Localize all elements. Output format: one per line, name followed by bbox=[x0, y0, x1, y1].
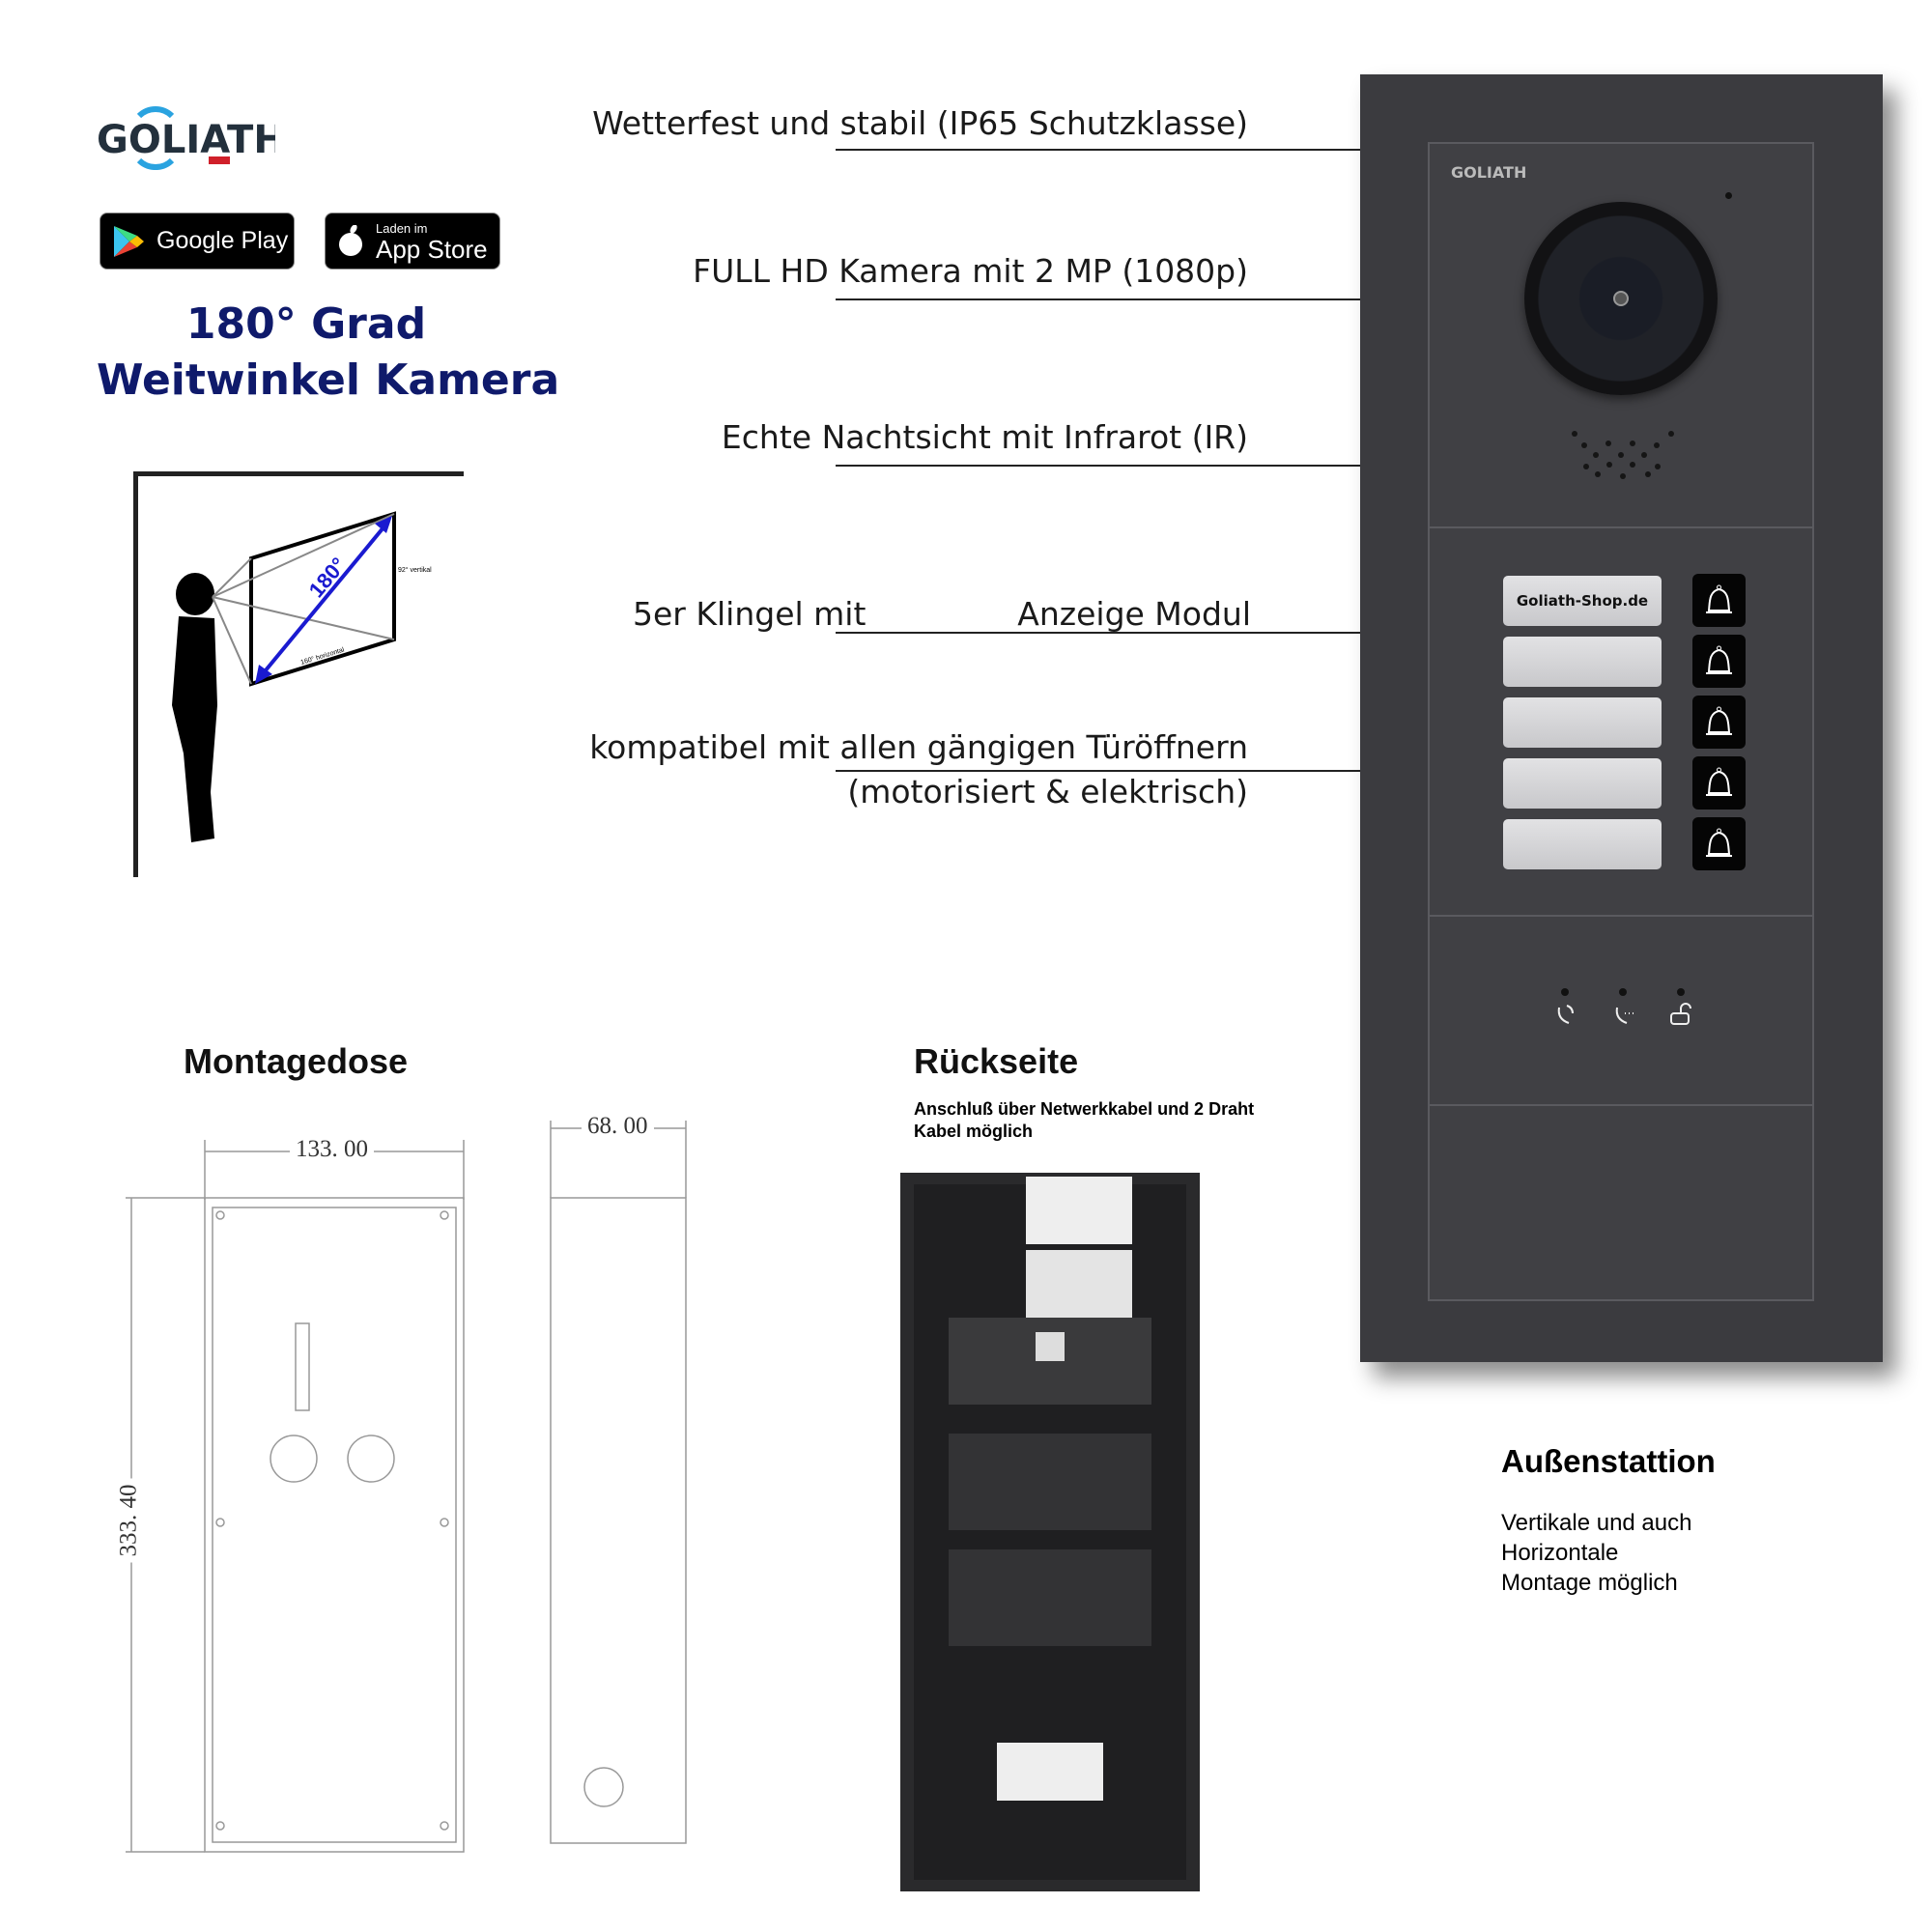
heading-line2: Weitwinkel Kamera bbox=[97, 355, 560, 405]
width-dimension: 133. 00 bbox=[290, 1136, 374, 1163]
aussenstation-line-1: Vertikale und auch bbox=[1501, 1510, 1692, 1536]
bell-button-3[interactable] bbox=[1692, 696, 1746, 749]
app-store-label: App Store bbox=[376, 235, 488, 264]
status-icons bbox=[1557, 988, 1691, 1025]
bell-button-2[interactable] bbox=[1692, 635, 1746, 688]
feature-door-opener: kompatibel mit allen gängigen Türöffnern bbox=[589, 728, 1248, 766]
bell-icon bbox=[1706, 645, 1732, 674]
feature-door-opener-2: (motorisiert & elektrisch) bbox=[847, 773, 1248, 810]
name-label-1: Goliath-Shop.de bbox=[1503, 576, 1662, 626]
app-store-badge[interactable]: Laden im App Store bbox=[325, 213, 500, 270]
bell-icon bbox=[1706, 767, 1732, 796]
unlock-icon bbox=[1670, 1003, 1691, 1025]
aussenstation-line-3: Montage möglich bbox=[1501, 1570, 1678, 1596]
montagedose-title: Montagedose bbox=[184, 1041, 409, 1081]
feature-bell-left: 5er Klingel mit bbox=[633, 595, 867, 633]
svg-text:GOLIATH: GOLIATH bbox=[97, 118, 275, 162]
google-play-icon bbox=[114, 226, 144, 257]
person-silhouette bbox=[172, 573, 217, 842]
bell-icon bbox=[1706, 828, 1732, 857]
feature-line bbox=[836, 632, 1360, 634]
name-label-5 bbox=[1503, 819, 1662, 869]
rueckseite-description-2: Kabel möglich bbox=[914, 1122, 1034, 1141]
rueckseite-description-1: Anschluß über Netwerkkabel und 2 Draht bbox=[914, 1099, 1255, 1119]
google-play-label: Google Play bbox=[156, 227, 289, 254]
bell-icon bbox=[1706, 584, 1732, 613]
aussenstation-title: Außenstattion bbox=[1501, 1443, 1716, 1479]
heading-line1: 180° Grad bbox=[185, 299, 427, 349]
status-module bbox=[1428, 915, 1814, 1106]
mounting-box-drawing: 133. 00 68. 00 333. 40 bbox=[115, 1113, 696, 1864]
feature-line bbox=[836, 465, 1360, 467]
height-dimension: 333. 40 bbox=[115, 1478, 143, 1563]
device-logo: GOLIATH bbox=[1451, 163, 1527, 182]
google-play-badge[interactable]: Google Play bbox=[99, 213, 295, 270]
feature-night-vision: Echte Nachtsicht mit Infrarot (IR) bbox=[721, 418, 1248, 456]
feature-line bbox=[836, 149, 1360, 151]
name-label-2 bbox=[1503, 637, 1662, 687]
app-store-small-label: Laden im bbox=[376, 221, 428, 236]
bell-button-4[interactable] bbox=[1692, 756, 1746, 810]
blank-module bbox=[1428, 1104, 1814, 1301]
rueckseite-title: Rückseite bbox=[914, 1041, 1079, 1081]
bell-module: Goliath-Shop.de bbox=[1428, 526, 1814, 917]
aussenstation-line-2: Horizontale bbox=[1501, 1540, 1619, 1566]
feature-line bbox=[836, 770, 1360, 772]
fov-vertical-label: 92° vertikal bbox=[398, 566, 432, 574]
feature-line bbox=[836, 298, 1360, 300]
name-label-3 bbox=[1503, 697, 1662, 748]
call-icon bbox=[1557, 1005, 1574, 1024]
bell-icon bbox=[1706, 706, 1732, 735]
back-side-photo bbox=[900, 1173, 1200, 1891]
camera-lens bbox=[1524, 202, 1718, 395]
feature-camera: FULL HD Kamera mit 2 MP (1080p) bbox=[693, 252, 1248, 290]
apple-icon bbox=[339, 225, 362, 256]
depth-dimension: 68. 00 bbox=[582, 1113, 654, 1140]
fov-diagram: 180° 92° vertikal 160° horizontal bbox=[126, 464, 473, 889]
feature-bell-right: Anzeige Modul bbox=[1017, 595, 1251, 633]
feature-ip65: Wetterfest und stabil (IP65 Schutzklasse… bbox=[592, 104, 1248, 142]
speaker-grille bbox=[1572, 431, 1674, 479]
bell-button-5[interactable] bbox=[1692, 817, 1746, 870]
door-station: GOLIATH Goliath-Shop.de bbox=[1360, 74, 1883, 1362]
ir-sensor bbox=[1725, 192, 1732, 199]
name-label-4 bbox=[1503, 758, 1662, 809]
goliath-logo: GOLIATH bbox=[97, 104, 286, 171]
bell-button-1[interactable] bbox=[1692, 574, 1746, 627]
camera-module: GOLIATH bbox=[1428, 142, 1814, 528]
calling-icon bbox=[1615, 1007, 1634, 1024]
